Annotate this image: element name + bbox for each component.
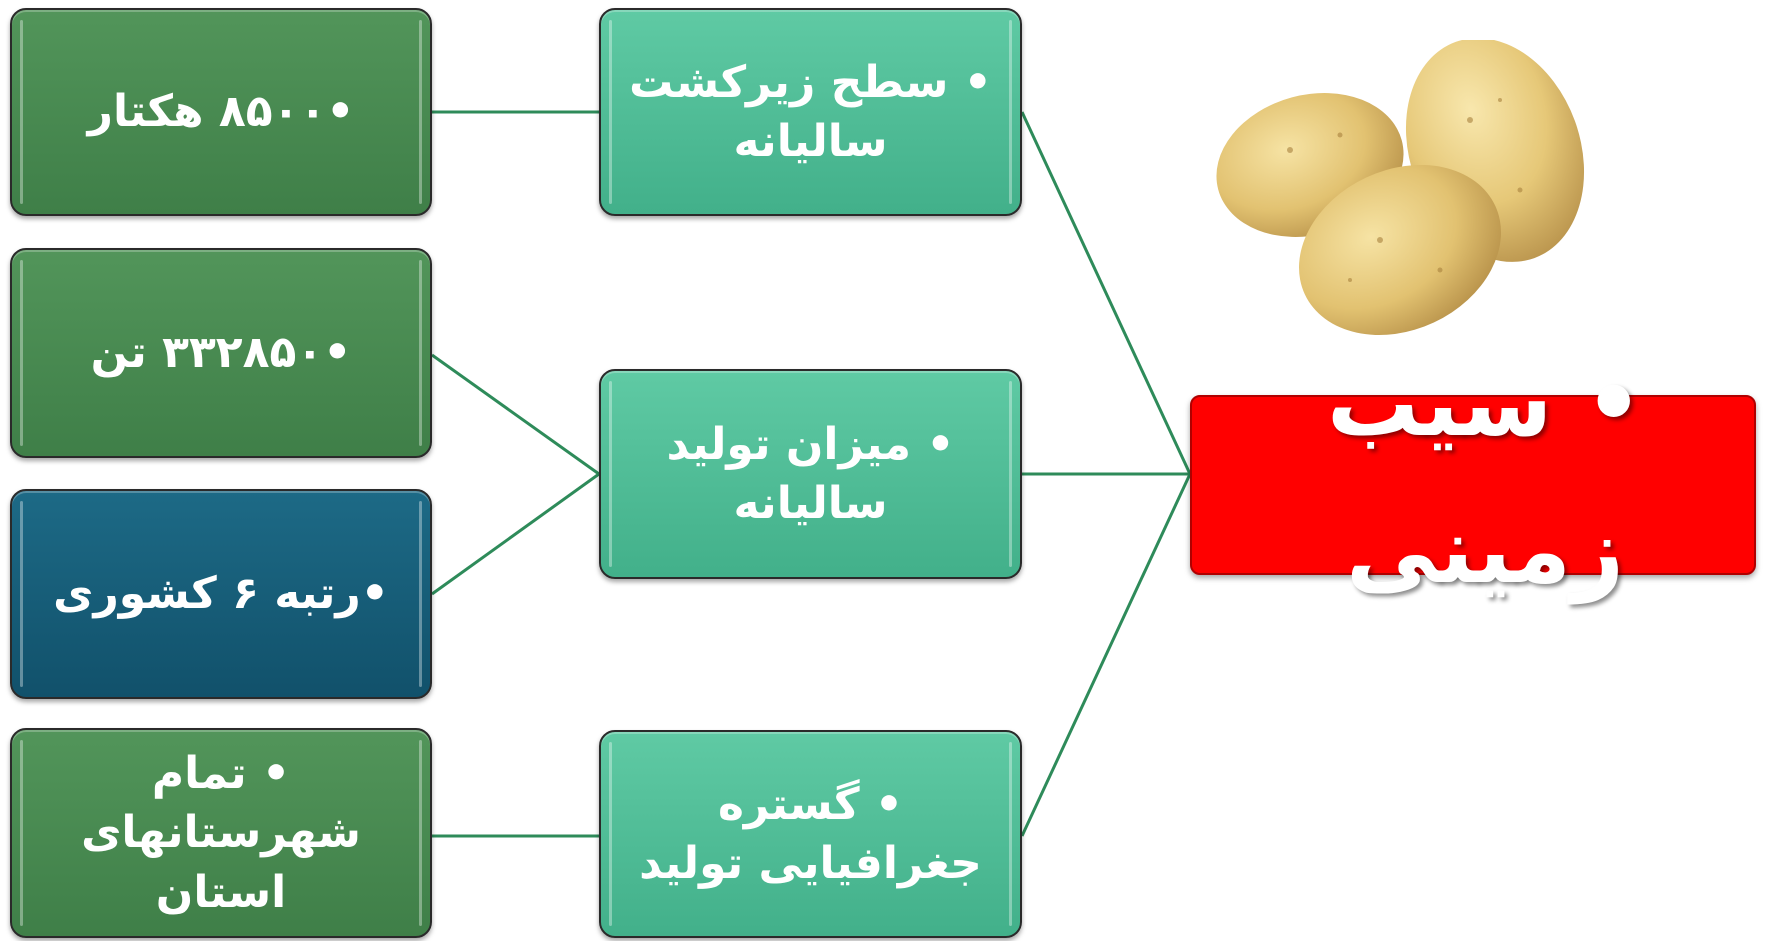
- connector-title-area: [1020, 111, 1192, 475]
- box-text: • تمام شهرستانهای استان: [81, 747, 361, 918]
- box-annual-cultivation-area: • سطح زیرکشت سالیانه: [599, 8, 1022, 216]
- connector-tons: [431, 353, 600, 476]
- box-annual-production: • میزان تولید سالیانه: [599, 369, 1022, 579]
- box-cultivation-area-value: •۸۵۰۰ هکتار: [10, 8, 432, 216]
- box-text: • گستره جغرافیایی تولید: [639, 778, 982, 889]
- box-text: • میزان تولید سالیانه: [666, 418, 955, 529]
- box-text: •۳۳۲۸۵۰ تن: [90, 327, 352, 379]
- potatoes-image: [1216, 40, 1585, 336]
- connector-title-geo: [1020, 473, 1192, 837]
- connector-rank: [431, 472, 600, 596]
- box-text: •رتبه ۶ کشوری: [53, 568, 389, 620]
- box-production-value: •۳۳۲۸۵۰ تن: [10, 248, 432, 458]
- box-national-rank: •رتبه ۶ کشوری: [10, 489, 432, 699]
- box-geographic-range: • گستره جغرافیایی تولید: [599, 730, 1022, 938]
- box-text: •۸۵۰۰ هکتار: [87, 86, 355, 138]
- box-text: • سطح زیرکشت سالیانه: [629, 56, 992, 167]
- main-title: • سیب زمینی: [1326, 350, 1644, 605]
- box-all-counties: • تمام شهرستانهای استان: [10, 728, 432, 938]
- title-banner: [1190, 395, 1756, 575]
